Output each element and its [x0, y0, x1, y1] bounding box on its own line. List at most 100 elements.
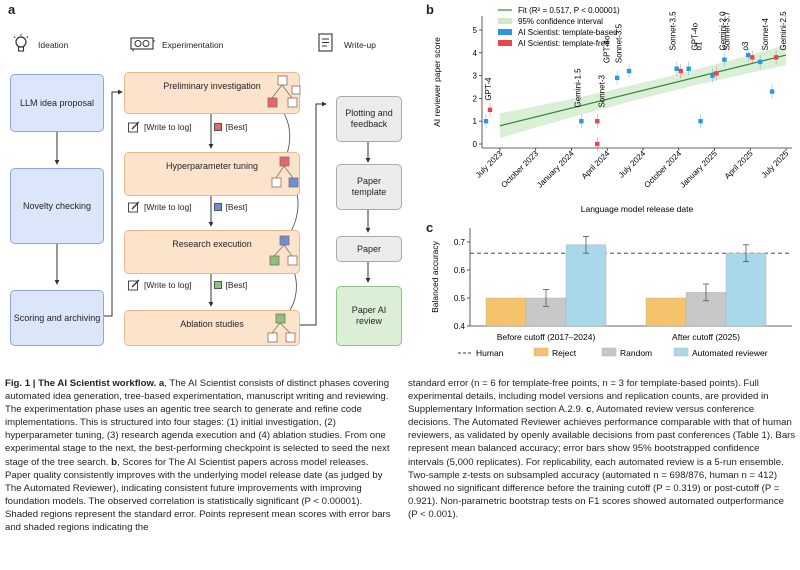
data-point — [674, 66, 679, 71]
model-label: Gemini-1.5 — [573, 68, 582, 108]
legend-template-free-swatch — [498, 40, 512, 46]
data-point — [595, 141, 600, 147]
legend-swatch — [533, 347, 549, 357]
legend-label: Reject — [552, 348, 577, 358]
best-marker-green — [213, 281, 222, 289]
model-label: o1 — [695, 41, 704, 50]
lightbulb-icon — [13, 34, 29, 52]
research-execution-box: Research execution — [124, 230, 300, 274]
caption-left: Fig. 1 | The AI Scientist workflow. a, T… — [5, 377, 391, 534]
y-axis-label: AI reviewer paper score — [432, 37, 442, 127]
data-point — [579, 119, 584, 124]
hyperparameter-tuning-box: Hyperparameter tuning — [124, 152, 300, 196]
tree-ablation — [267, 313, 296, 343]
preliminary-investigation-box: Preliminary investigation — [124, 72, 300, 114]
y-tick-label: 5 — [473, 26, 478, 35]
tree-diagrams — [267, 75, 301, 343]
model-label: Sonnet-3.7 — [722, 11, 731, 51]
gpu-card-icon — [130, 37, 155, 52]
x-tick-label: January 2025 — [678, 149, 719, 190]
best-label: [Best] — [225, 202, 248, 212]
pencil-icon — [128, 121, 140, 133]
bar — [565, 244, 607, 327]
x-axis-label: Language model release date — [581, 204, 694, 214]
model-label: Sonnet-3 — [597, 75, 606, 108]
legend-template-based-label: AI Scientist: template-based — [518, 28, 618, 37]
confidence-band — [499, 44, 786, 139]
y-tick-label: 1 — [473, 117, 478, 126]
caption-a-text: , The AI Scientist consists of distinct … — [5, 378, 390, 468]
x-tick-label: July 2023 — [474, 149, 505, 180]
fit-line — [499, 54, 787, 127]
data-point — [626, 68, 632, 74]
bar — [725, 253, 767, 327]
x-tick-label: April 2024 — [580, 149, 612, 181]
plotting-feedback-box: Plotting and feedback — [336, 96, 402, 142]
ablation-studies-label: Ablation studies — [180, 319, 244, 329]
data-point — [773, 55, 779, 60]
model-label: Sonnet-3.5 — [669, 11, 678, 51]
bar — [485, 297, 527, 327]
legend-fit-label: Fit (R² = 0.517, P < 0.00001) — [518, 6, 620, 15]
data-point — [722, 57, 727, 62]
legend-template-based-swatch — [498, 29, 512, 35]
caption-c-text: , Automated review versus conference dec… — [408, 404, 796, 520]
best-label: [Best] — [225, 280, 248, 290]
legend-label: Automated reviewer — [692, 348, 768, 358]
data-point — [487, 107, 493, 112]
write-to-log-label: [Write to log] — [144, 280, 192, 290]
legend-ci-label: 95% confidence interval — [518, 17, 603, 26]
y-tick-label: 2 — [473, 94, 478, 103]
model-label: Sonnet-3.5 — [615, 23, 624, 63]
model-label: Gemini-2.5 — [779, 11, 788, 51]
data-point — [483, 119, 489, 124]
data-point — [678, 68, 683, 74]
legend-label: Random — [620, 348, 652, 358]
data-point — [746, 52, 751, 58]
model-label: GPT-4o — [691, 22, 700, 50]
model-label: GPT-4o — [603, 35, 612, 63]
caption-right: standard error (n = 6 for template-free … — [408, 377, 796, 521]
panel-a-label: a — [8, 2, 16, 17]
figure-title: Fig. 1 | The AI Scientist workflow. — [5, 378, 157, 389]
log-row-3: [Write to log] [Best] — [128, 279, 247, 291]
caption-b-ref: b — [111, 456, 118, 468]
y-tick-label: 0.4 — [454, 322, 466, 331]
category-label: After cutoff (2025) — [672, 332, 740, 342]
write-to-log-label: [Write to log] — [144, 122, 192, 132]
pencil-icon — [128, 279, 140, 291]
y-tick-label: 0 — [473, 140, 478, 149]
panel-c-label: c — [426, 220, 434, 235]
x-tick-label: July 2025 — [760, 149, 791, 180]
y-tick-label: 0.6 — [454, 266, 466, 275]
data-point — [595, 119, 600, 124]
paper-ai-review-box: Paper AI review — [336, 286, 402, 346]
tree-research — [269, 235, 298, 266]
caption-a-ref: a — [158, 378, 165, 389]
tree-hyperparameter — [271, 156, 299, 188]
model-label: Gemini-2.0 — [718, 11, 727, 51]
y-tick-label: 3 — [473, 72, 478, 81]
writeup-header: Write-up — [344, 40, 376, 50]
scoring-archiving-box: Scoring and archiving — [10, 290, 104, 346]
caption-b-text: , Scores for The AI Scientist papers acr… — [5, 456, 391, 534]
log-row-2: [Write to log] [Best] — [128, 201, 247, 213]
hyperparameter-tuning-label: Hyperparameter tuning — [165, 161, 259, 171]
document-icon — [318, 33, 333, 52]
y-tick-label: 4 — [473, 49, 478, 58]
caption-c-ref: c — [586, 404, 592, 416]
pencil-icon — [128, 201, 140, 213]
data-point — [769, 89, 775, 94]
data-point — [714, 71, 719, 76]
preliminary-investigation-label: Preliminary investigation — [163, 81, 261, 91]
best-label: [Best] — [225, 122, 248, 132]
data-point — [710, 73, 715, 78]
best-marker-blue — [213, 203, 222, 211]
best-marker-red — [213, 123, 222, 131]
x-tick-label: January 2024 — [535, 149, 576, 190]
ideation-header: Ideation — [38, 40, 69, 50]
experimentation-header: Experimentation — [162, 40, 224, 50]
panel-b-label: b — [426, 2, 434, 17]
model-label: GPT-4 — [484, 77, 493, 101]
